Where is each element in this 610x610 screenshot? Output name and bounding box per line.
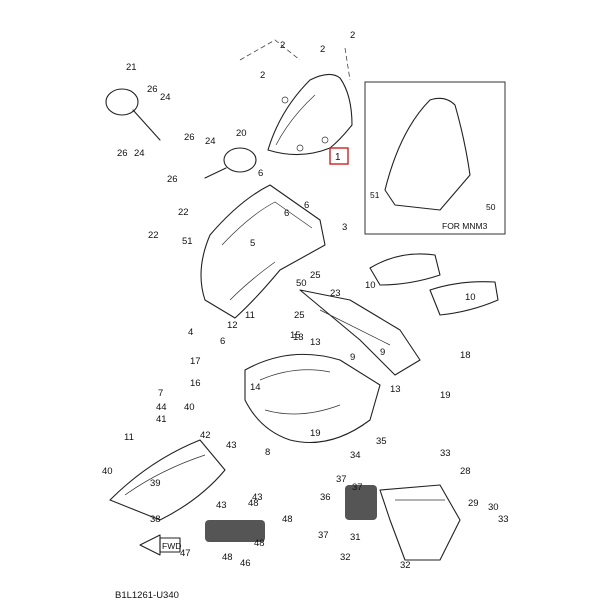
part-label: 26 (117, 148, 128, 159)
part-label: 9 (380, 347, 385, 358)
part-label: 18 (460, 350, 471, 361)
part-label: 40 (102, 466, 113, 477)
part-label: 16 (190, 378, 201, 389)
lower-cowling-right (379, 484, 461, 561)
part-label: 2 (350, 30, 355, 41)
part-label: 37 (318, 530, 329, 541)
part-label: 19 (310, 428, 321, 439)
part-label: 2 (260, 70, 265, 81)
mesh-panel-left (205, 520, 265, 542)
part-label: 13 (310, 337, 321, 348)
part-label: 19 (440, 390, 451, 401)
part-label: 41 (156, 414, 167, 425)
part-label: 47 (180, 548, 191, 559)
mesh-panel-right (345, 485, 377, 520)
inset-caption: FOR MNM3 (442, 221, 488, 231)
headlight-assembly (244, 353, 381, 443)
part-label: 43 (252, 492, 263, 503)
part-label: 33 (440, 448, 451, 459)
part-label: 48 (248, 498, 259, 509)
part-label: 34 (350, 450, 361, 461)
part-label: 43 (216, 500, 227, 511)
part-label: 44 (156, 402, 167, 413)
windshield (239, 39, 353, 156)
mirror-left (105, 88, 161, 141)
part-label: 39 (150, 478, 161, 489)
part-label: 46 (240, 558, 251, 569)
part-label: 13 (390, 384, 401, 395)
part-label: 51 (182, 236, 193, 247)
part-label: 33 (498, 514, 509, 525)
part-label: 15 (290, 330, 301, 341)
part-label: 10 (465, 292, 476, 303)
inset-label-50: 50 (486, 202, 496, 212)
part-label: 37 (336, 474, 347, 485)
inset-panel: 51 50 FOR MNM3 (364, 81, 506, 235)
part-label: 5 (250, 238, 255, 249)
lower-cowling-left (109, 439, 226, 521)
part-label: 24 (160, 92, 171, 103)
part-label: 25 (310, 270, 321, 281)
part-label: 22 (148, 230, 159, 241)
cowling-stay (299, 289, 421, 376)
part-label: 11 (124, 432, 134, 443)
part-label: 21 (126, 62, 137, 73)
part-label: 26 (167, 174, 178, 185)
part-label: 30 (488, 502, 499, 513)
part-label: 25 (294, 310, 305, 321)
part-label: 6 (258, 168, 263, 179)
side-cover-right (369, 253, 499, 316)
part-label: 10 (365, 280, 376, 291)
part-label: 8 (265, 447, 270, 458)
part-label: 20 (236, 128, 247, 139)
callout-number: 1 (335, 152, 341, 163)
part-label: 2 (320, 44, 325, 55)
part-label: 9 (350, 352, 355, 363)
mirror-right (204, 147, 257, 179)
part-label: 11 (245, 310, 255, 321)
part-label: 31 (350, 532, 361, 543)
part-label: 43 (226, 440, 237, 451)
callout-part-1: 1 (329, 147, 349, 165)
part-label: 13 (293, 332, 304, 343)
part-label: 17 (190, 356, 201, 367)
part-label: 42 (200, 430, 211, 441)
part-label: 32 (340, 552, 351, 563)
inset-label-51: 51 (370, 190, 380, 200)
part-label: 32 (400, 560, 411, 571)
part-label: 28 (460, 466, 471, 477)
part-label: 26 (184, 132, 195, 143)
part-label: 14 (250, 382, 261, 393)
diagram-code: B1L1261-U340 (115, 590, 179, 601)
upper-cowling (200, 184, 326, 319)
part-label: 35 (376, 436, 387, 447)
fwd-arrow: FWD (139, 534, 181, 556)
part-label: 3 (342, 222, 347, 233)
part-label: 4 (188, 327, 193, 338)
part-label: 48 (222, 552, 233, 563)
part-label: 29 (468, 498, 479, 509)
part-label: 22 (178, 207, 189, 218)
part-label: 6 (284, 208, 289, 219)
part-label: 48 (254, 538, 265, 549)
part-label: 50 (296, 278, 307, 289)
part-label: 12 (227, 320, 238, 331)
part-label: 24 (134, 148, 145, 159)
part-label: 23 (330, 288, 341, 299)
part-label: 40 (184, 402, 195, 413)
part-label: 36 (320, 492, 331, 503)
part-label: 24 (205, 136, 216, 147)
part-label: 2 (280, 40, 285, 51)
part-label: 7 (158, 388, 163, 399)
part-label: 6 (220, 336, 225, 347)
part-label: 38 (150, 514, 161, 525)
part-label: 48 (282, 514, 293, 525)
fwd-label: FWD (162, 541, 181, 551)
part-label: 6 (304, 200, 309, 211)
part-label: 26 (147, 84, 158, 95)
part-label: 37 (352, 482, 363, 493)
